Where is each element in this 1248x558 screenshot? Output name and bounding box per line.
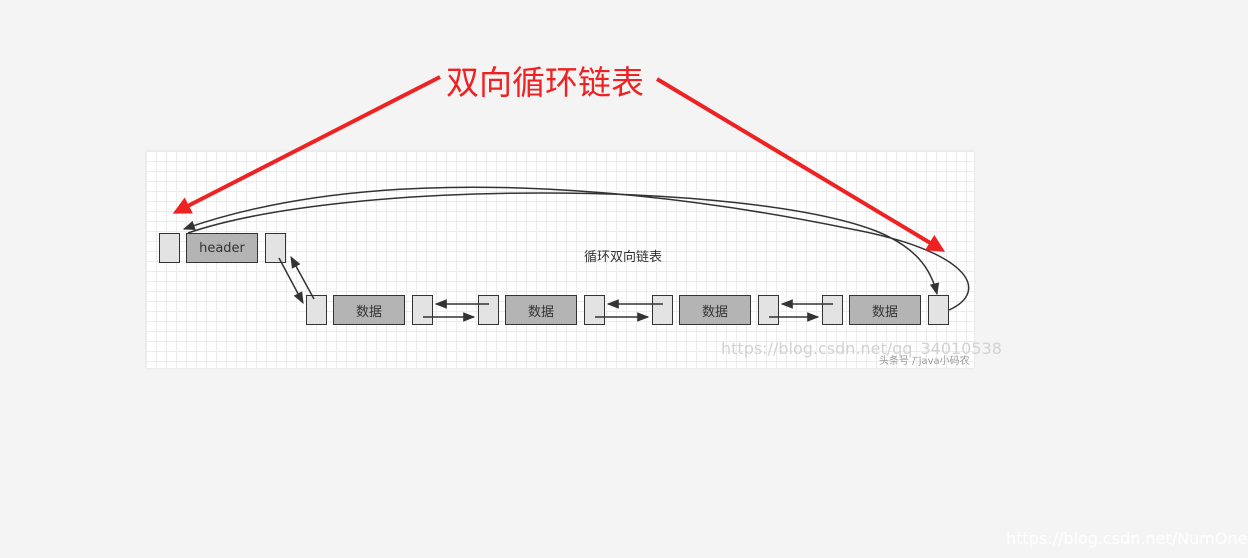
header-next-pointer (265, 233, 286, 263)
header-data-box: header (186, 233, 258, 263)
diagram-label: 循环双向链表 (584, 250, 663, 265)
node-2-data-box: 数据 (505, 295, 577, 325)
link-arrows (182, 186, 970, 322)
node-1-prev-pointer (306, 295, 327, 325)
watermark-inner: https://blog.csdn.net/qq_34010538 (721, 339, 1002, 358)
node-4-prev-pointer (822, 295, 843, 325)
node-3-data-box: 数据 (679, 295, 751, 325)
header-prev-pointer (159, 233, 180, 263)
red-arrow-left (172, 75, 441, 214)
red-arrow-right (655, 77, 946, 252)
node-2-prev-pointer (478, 295, 499, 325)
node-1-data-box: 数据 (333, 295, 405, 325)
page-title: 双向循环链表 (446, 63, 644, 102)
node-1-to-header-arrow (290, 255, 315, 300)
node-4-data-box: 数据 (849, 295, 921, 325)
header-to-tail-arrow (187, 192, 940, 296)
node-3-prev-pointer (652, 295, 673, 325)
header-to-node-1-arrow (278, 257, 304, 305)
watermark-page: https://blog.csdn.net/NumOneDD (1006, 529, 1248, 548)
watermark-inner-small: 头条号 / java小码农 (879, 356, 970, 367)
tail-to-header-arrow (182, 186, 970, 311)
node-4-next-pointer (928, 295, 949, 325)
